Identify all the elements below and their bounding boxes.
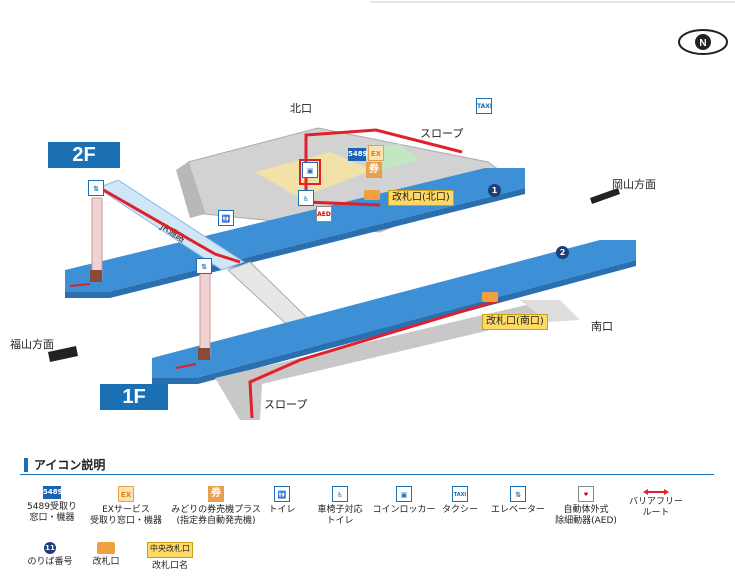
coin-locker-map-icon: ▣ [302,162,318,178]
wheelchair-toilet-icon: ♿ [332,486,348,502]
north-gate-icon [364,190,380,200]
taxi-icon: TAXI [452,486,468,502]
station-map: N JR通路 [48,1,735,420]
ticket-machine-icon: 券 [208,486,224,502]
legend-label: バリアフリー [628,497,683,507]
arrow-okayama [590,188,620,204]
south-ramp [520,300,580,322]
legend-item-aed: ♥ 自動体外式 除細動器(AED) [544,486,628,527]
compass-icon: N [678,29,728,55]
legend-label: (指定券自動発売機) [176,516,256,526]
south-gate-icon [482,292,498,302]
legend-item-coin-locker: ▣ コインロッカー [362,486,446,516]
elevator-shaft-1 [91,197,103,279]
legend-item-wheelchair-toilet: ♿ 車椅子対応 トイレ [298,486,382,527]
elevator-shaft-2 [199,269,211,357]
north-slope-label: スロープ [420,127,464,140]
south-slope-label: スロープ [264,398,308,411]
platform-number-icon: 11 [44,542,56,554]
legend-item-gate-name: 中央改札口 改札口名 [128,542,212,572]
platform-1-number: 1 [488,184,501,197]
elevator-map-icon-1: ⇅ [88,180,104,196]
legend-item-5489: 5489 5489受取り 窓口・機器 [10,486,94,524]
legend-item-toilet: 🚻 トイレ [240,486,324,516]
legend-label: 改札口名 [151,561,188,571]
legend-label: みどりの券売機プラス [171,505,261,515]
route-corridor [99,186,241,264]
elevator-box-1 [90,270,102,282]
legend-item-barrier-free: バリアフリー ルート [614,486,698,519]
barrier-free-route-icon [643,486,669,495]
elevator-map-icon-2: ⇅ [196,258,212,274]
jr-corridor [96,179,246,271]
legend-label: のりば番号 [27,557,73,567]
floor-label-2f: 2F [48,142,120,168]
legend-label: 改札口 [92,557,120,567]
coin-locker-icon: ▣ [396,486,412,502]
legend-label: トイレ [326,516,354,526]
route-north-slope [304,128,463,170]
north-building-side [176,162,205,218]
ex-service-icon: EX [118,486,134,502]
legend-title: アイコン説明 [24,458,105,472]
platform-2-top [152,240,636,378]
south-gate-name: 改札口(南口) [482,314,548,330]
elevator-box-2 [198,348,210,360]
legend-item-ex: EX EXサービス 受取り窓口・機器 [84,486,168,527]
legend-label: 除細動器(AED) [555,516,617,526]
ticket-office-highlight [299,159,321,185]
legend-label: 自動体外式 [563,505,609,515]
legend-item-ticket-gate: 改札口 [64,542,148,568]
compass-n-label: N [699,38,706,49]
platform-2-number: 2 [556,246,569,259]
north-exit-label: 北口 [290,102,312,115]
legend-label: 窓口・機器 [29,513,75,523]
legend-label: エレベーター [490,505,545,515]
5489-icon: 5489 [43,486,62,499]
ticket-machine-map-icon: 券 [366,162,382,178]
elevator-icon: ⇅ [510,486,526,502]
legend-label: トイレ [268,505,296,515]
legend-label: EXサービス [102,505,150,515]
legend-item-ticket-machine: 券 みどりの券売機プラス (指定券自動発売機) [164,486,268,527]
route-arrow-1f [175,363,197,369]
5489-map-icon: 5489 [348,148,367,161]
legend-label: 受取り窓口・機器 [89,516,162,526]
legend-item-taxi: TAXI タクシー [418,486,502,516]
legend-divider [20,474,714,475]
toilet-map-icon: 🚻 [218,210,234,226]
fukuyama-direction-label: 福山方面 [10,338,54,351]
floor-label-1f: 1F [100,384,168,410]
legend-label: 車椅子対応 [317,505,363,515]
aed-map-icon: AED [316,206,332,222]
route-arrow-2f [69,283,91,287]
legend-item-platform-number: 11 のりば番号 [8,542,92,568]
okayama-direction-label: 岡山方面 [612,178,656,191]
north-gate-name: 改札口(北口) [388,190,454,206]
legend-label: 5489受取り [27,502,77,512]
aed-icon: ♥ [578,486,594,502]
toilet-icon: 🚻 [274,486,290,502]
gate-name-icon: 中央改札口 [147,542,193,558]
legend-label: タクシー [441,505,478,515]
route-south [248,298,501,419]
south-concourse [215,300,548,420]
ex-service-map-icon: EX [368,145,384,161]
arrow-fukuyama [48,346,78,362]
ticket-gate-icon [97,542,115,554]
taxi-map-icon: TAXI [476,98,492,114]
legend-label: コインロッカー [372,505,436,515]
wheelchair-toilet-map-icon: ♿ [298,190,314,206]
legend-label: ルート [642,508,670,518]
legend-item-elevator: ⇅ エレベーター [476,486,560,516]
south-exit-label: 南口 [591,320,613,333]
